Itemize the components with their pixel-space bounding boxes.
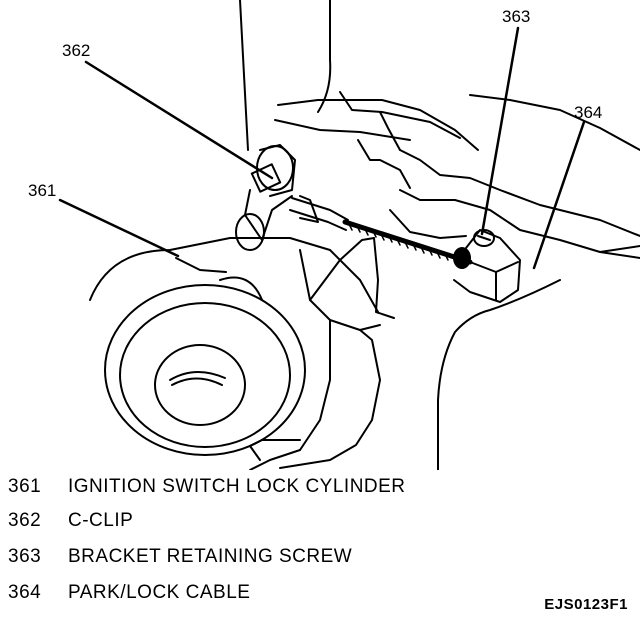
legend-text: BRACKET RETAINING SCREW bbox=[68, 546, 353, 567]
legend-number: 362 bbox=[8, 510, 42, 531]
legend-number: 361 bbox=[8, 476, 42, 497]
legend-text: C-CLIP bbox=[68, 510, 134, 531]
ignition-cable-diagram: 362 361 363 364 bbox=[28, 0, 640, 470]
callout-363: 363 bbox=[502, 7, 530, 26]
legend-item: 362 C-CLIP bbox=[0, 510, 640, 540]
callout-362: 362 bbox=[62, 41, 90, 60]
callout-364: 364 bbox=[574, 103, 602, 122]
c-clip bbox=[235, 144, 296, 251]
legend-text: IGNITION SWITCH LOCK CYLINDER bbox=[68, 476, 406, 497]
steering-column bbox=[89, 237, 395, 470]
callout-leaders bbox=[58, 26, 586, 270]
legend-number: 363 bbox=[8, 546, 42, 567]
callout-361: 361 bbox=[28, 181, 56, 200]
ignition-lock-cylinder bbox=[104, 276, 306, 456]
figure-id: EJS0123F1 bbox=[544, 596, 628, 613]
legend-item: 364 PARK/LOCK CABLE bbox=[0, 582, 640, 612]
column-housing bbox=[239, 0, 640, 470]
legend-number: 364 bbox=[8, 582, 42, 603]
legend-item: 361 IGNITION SWITCH LOCK CYLINDER bbox=[0, 476, 640, 506]
park-lock-cable bbox=[289, 195, 473, 269]
legend-item: 363 BRACKET RETAINING SCREW bbox=[0, 546, 640, 576]
legend-text: PARK/LOCK CABLE bbox=[68, 582, 251, 603]
